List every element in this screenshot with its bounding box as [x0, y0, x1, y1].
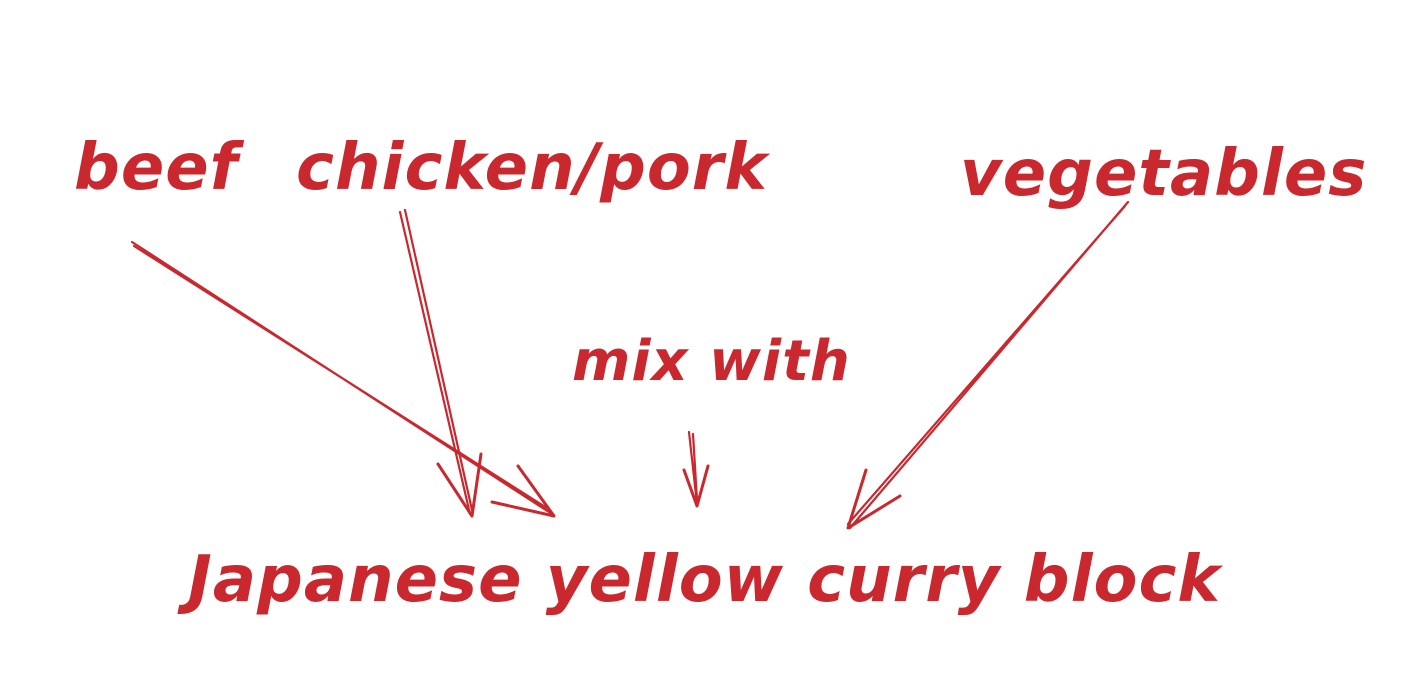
node-mix-with: mix with: [572, 329, 851, 394]
node-japanese-yellow-curry-block: Japanese yellow curry block: [188, 543, 1221, 617]
edge-chicken-pork-to-curry-block: [398, 208, 483, 518]
edge-mix-with-to-curry-block: [682, 430, 710, 508]
node-chicken-pork: chicken/pork: [296, 131, 768, 205]
node-beef: beef: [74, 131, 239, 205]
edge-vegetables-to-curry-block: [846, 200, 1130, 530]
node-vegetables: vegetables: [960, 137, 1368, 211]
edge-beef-to-curry-block: [130, 240, 556, 518]
